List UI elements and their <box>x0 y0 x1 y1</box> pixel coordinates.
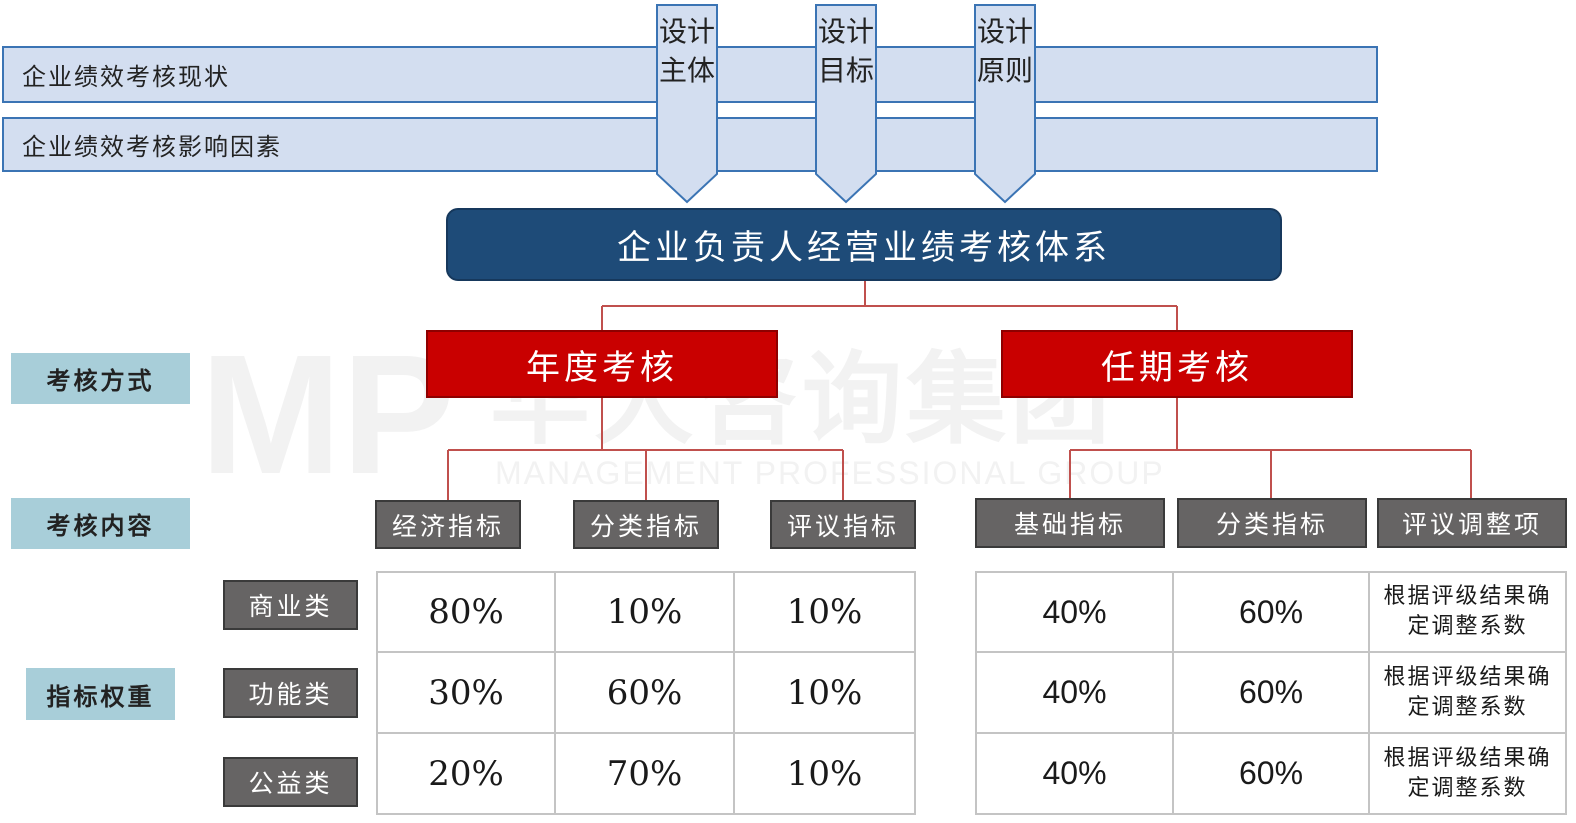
annual-indicator-label: 评议指标 <box>786 511 899 541</box>
down-arrow-shape <box>974 4 1036 204</box>
down-arrow-shape <box>656 4 718 204</box>
design-arrow-goal: 设计目标 <box>815 4 877 204</box>
band-influencing-factors-label: 企业绩效考核影响因素 <box>22 133 282 161</box>
weight-cell: 10% <box>554 571 735 653</box>
type-label-text: 功能类 <box>248 680 333 709</box>
annual-indicator-label: 经济指标 <box>391 511 504 541</box>
annual-assessment-label: 年度考核 <box>526 347 678 388</box>
weight-cell: 60% <box>1172 571 1370 653</box>
weight-cell: 40% <box>975 732 1174 815</box>
row-label-content-text: 考核内容 <box>46 511 155 540</box>
tenure-assessment-label: 任期考核 <box>1101 347 1253 388</box>
weight-cell: 40% <box>975 651 1174 734</box>
annual-assessment-box: 年度考核 <box>426 330 778 398</box>
tenure-assessment-box: 任期考核 <box>1001 330 1353 398</box>
adjustment-note-cell: 根据评级结果确定调整系数 <box>1368 571 1567 653</box>
band-current-status-label: 企业绩效考核现状 <box>22 63 230 91</box>
annual-weight-table: 80% 10% 10% 30% 60% 10% 20% 70% 10% <box>376 571 916 815</box>
weight-cell: 60% <box>1172 651 1370 734</box>
row-label-method: 考核方式 <box>11 353 190 404</box>
system-title-box: 企业负责人经营业绩考核体系 <box>446 208 1282 281</box>
tenure-indicator-label: 评议调整项 <box>1401 510 1542 539</box>
design-arrow-principle-label: 设计原则 <box>976 15 1033 87</box>
weight-cell: 30% <box>376 651 556 734</box>
row-label-content: 考核内容 <box>11 498 190 549</box>
design-arrow-subject-label: 设计主体 <box>658 15 715 87</box>
tenure-indicator-category: 分类指标 <box>1177 498 1367 548</box>
adjustment-note-cell: 根据评级结果确定调整系数 <box>1368 651 1567 734</box>
annual-indicator-label: 分类指标 <box>589 511 702 541</box>
tenure-weight-table: 40% 60% 根据评级结果确定调整系数 40% 60% 根据评级结果确定调整系… <box>975 571 1567 815</box>
tenure-indicator-basic: 基础指标 <box>975 498 1165 548</box>
type-label-public-welfare: 公益类 <box>223 757 358 807</box>
weight-cell: 20% <box>376 732 556 815</box>
weight-cell: 60% <box>1172 732 1370 815</box>
tenure-indicator-label: 基础指标 <box>1013 510 1126 539</box>
adjustment-note-cell: 根据评级结果确定调整系数 <box>1368 732 1567 815</box>
type-label-commercial: 商业类 <box>223 580 358 630</box>
system-title: 企业负责人经营业绩考核体系 <box>617 228 1111 268</box>
annual-indicator-category: 分类指标 <box>573 500 719 549</box>
type-label-text: 公益类 <box>248 769 333 798</box>
row-label-weight: 指标权重 <box>26 668 175 720</box>
design-arrow-principle: 设计原则 <box>974 4 1036 204</box>
type-label-functional: 功能类 <box>223 668 358 718</box>
type-label-text: 商业类 <box>248 592 333 621</box>
down-arrow-shape <box>815 4 877 204</box>
weight-cell: 10% <box>733 651 916 734</box>
weight-cell: 60% <box>554 651 735 734</box>
weight-cell: 40% <box>975 571 1174 653</box>
weight-cell: 70% <box>554 732 735 815</box>
tenure-indicator-adjustment: 评议调整项 <box>1377 498 1567 548</box>
design-arrow-subject: 设计主体 <box>656 4 718 204</box>
row-label-weight-text: 指标权重 <box>46 681 155 711</box>
annual-indicator-evaluation: 评议指标 <box>770 500 916 549</box>
row-label-method-text: 考核方式 <box>46 366 155 395</box>
design-arrow-goal-label: 设计目标 <box>817 15 874 87</box>
tenure-indicator-label: 分类指标 <box>1215 510 1328 539</box>
annual-indicator-economic: 经济指标 <box>375 500 521 549</box>
weight-cell: 10% <box>733 732 916 815</box>
weight-cell: 10% <box>733 571 916 653</box>
weight-cell: 80% <box>376 571 556 653</box>
